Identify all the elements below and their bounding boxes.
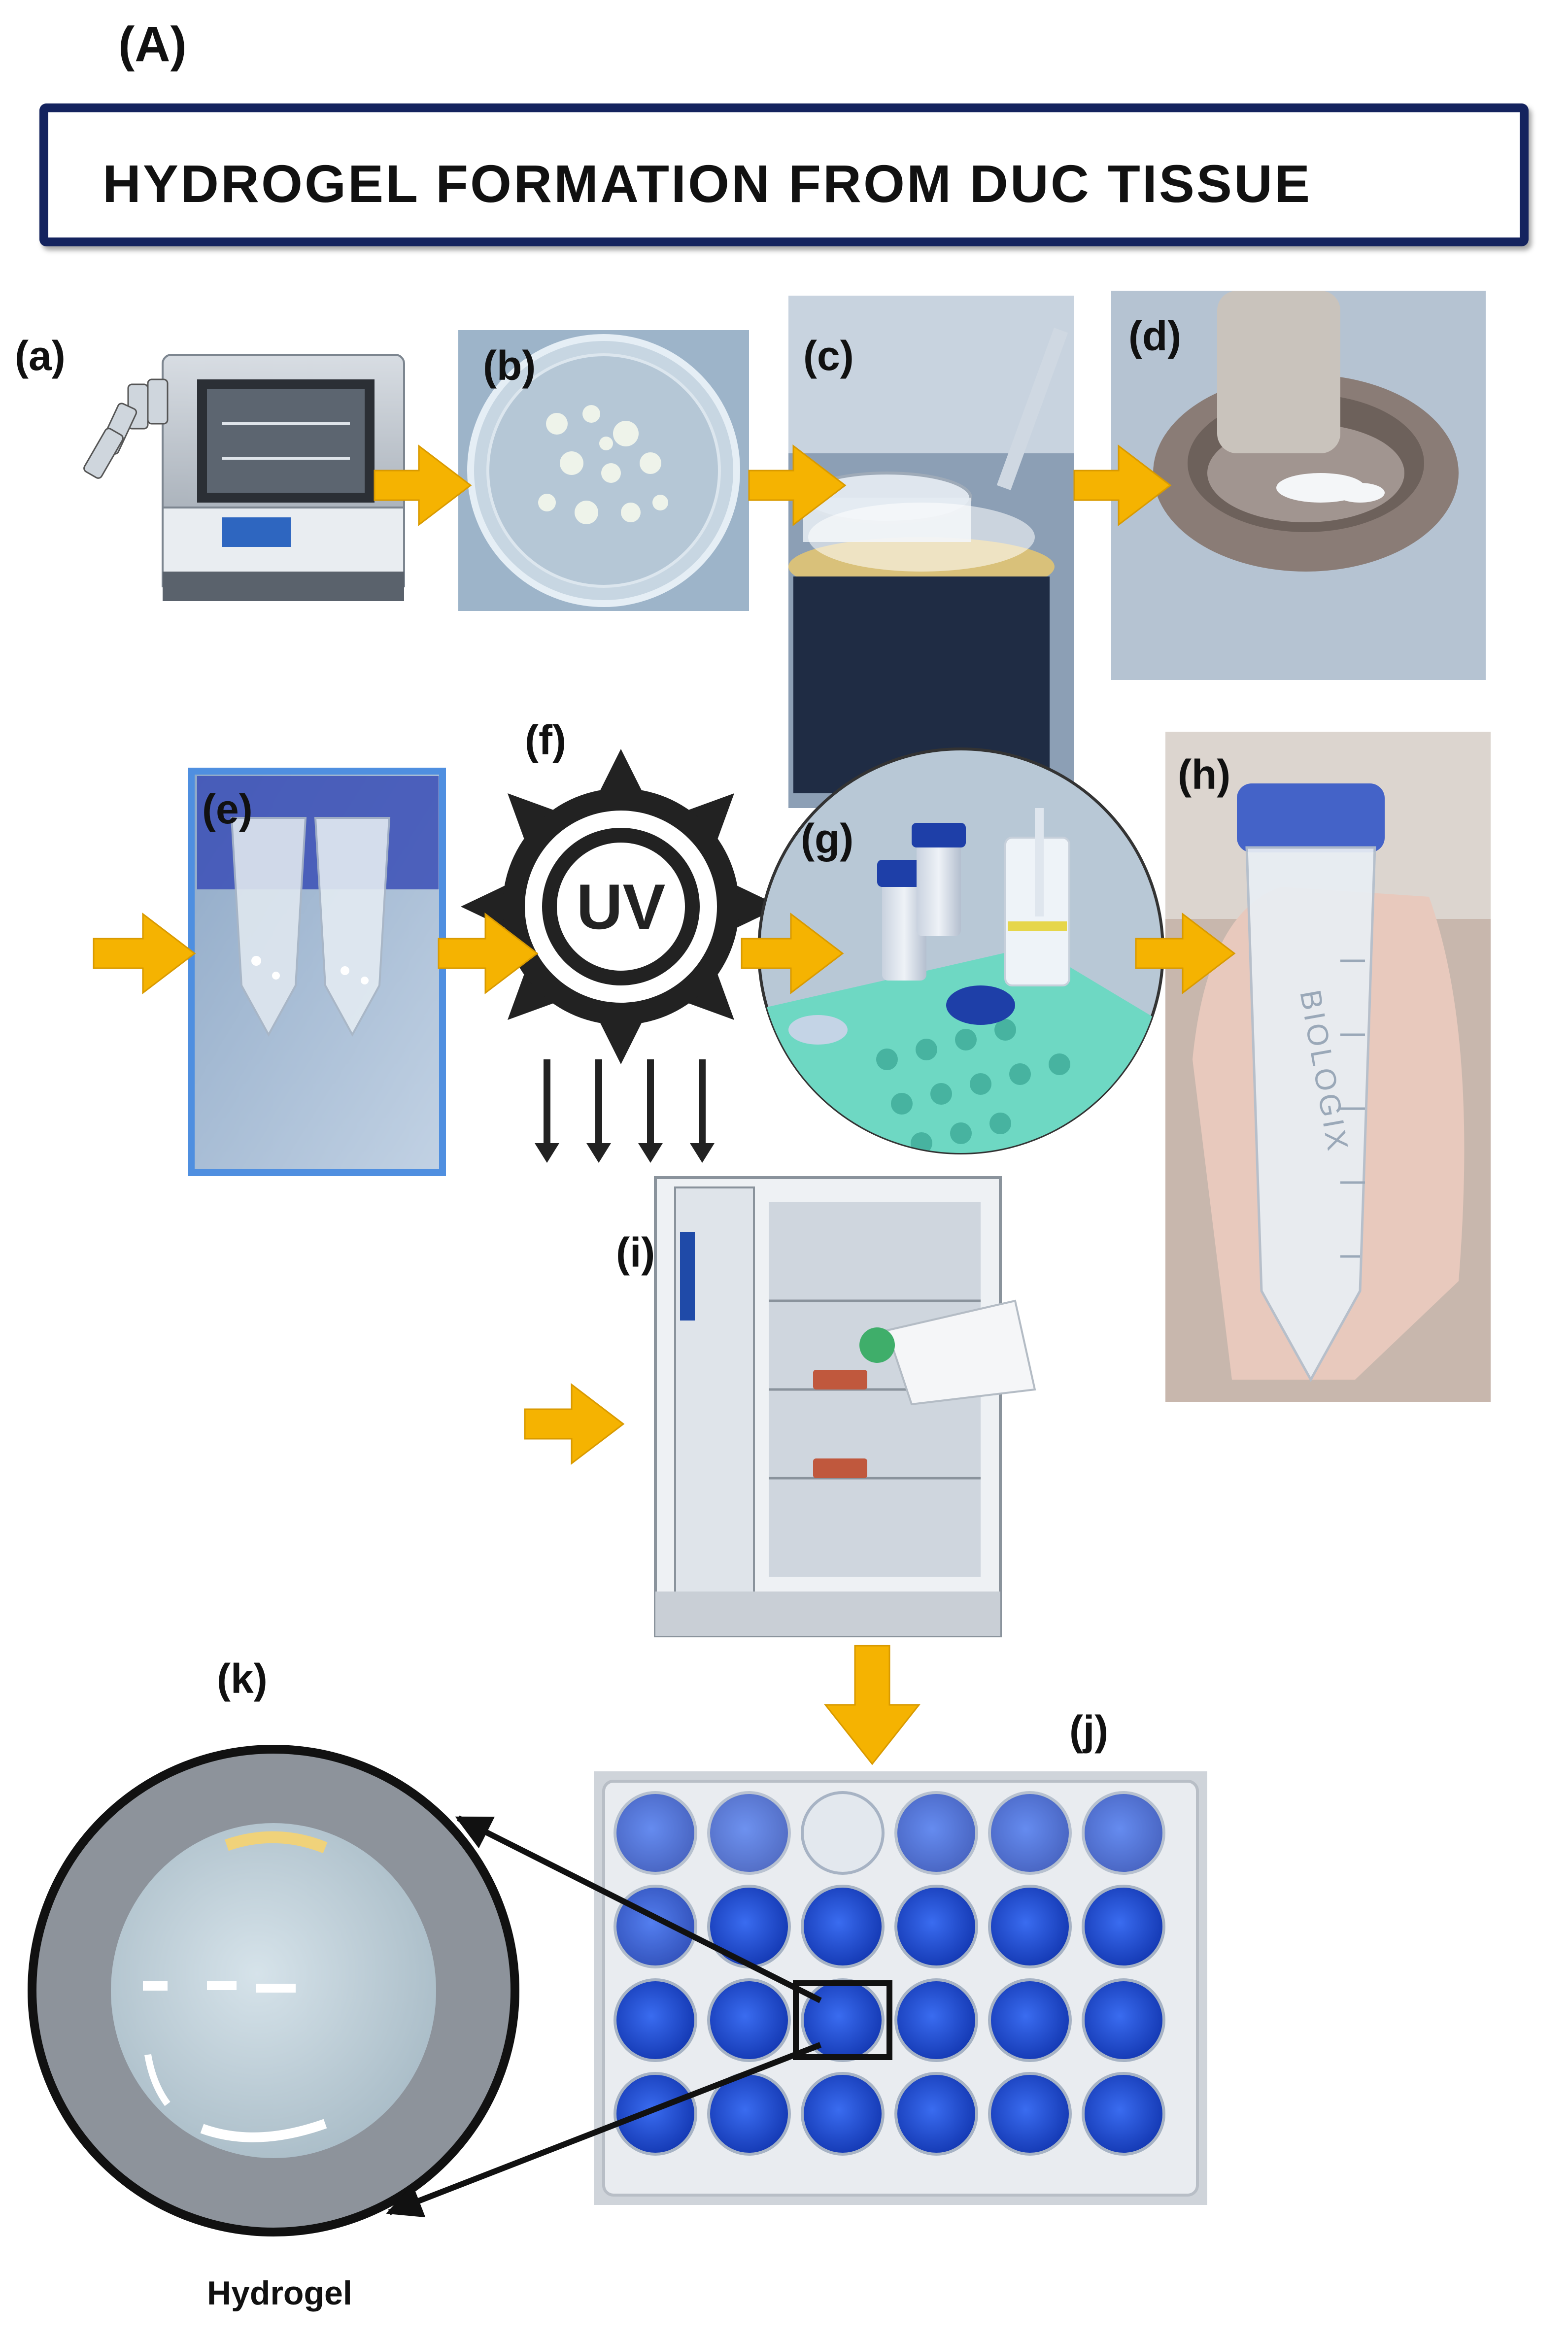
panel-label-h: (h) xyxy=(1178,751,1231,798)
arrow-e-f xyxy=(438,912,539,995)
arrow-f-g xyxy=(741,912,844,995)
tubes-icon xyxy=(188,768,446,1176)
zoom-lines xyxy=(386,1815,822,2218)
panel-label-i: (i) xyxy=(616,1229,655,1276)
hydrogel-drop-icon xyxy=(28,1745,519,2236)
panel-label-g: (g) xyxy=(801,815,854,862)
panel-label-j: (j) xyxy=(1069,1707,1109,1754)
uv-label: UV xyxy=(576,871,666,943)
incubator-icon xyxy=(654,1176,1036,1637)
figure-panel-letter: (A) xyxy=(118,17,187,72)
falcon-tube-icon xyxy=(1165,732,1491,1402)
liquid-nitrogen-icon xyxy=(788,296,1074,808)
hydrogel-caption: Hydrogel xyxy=(207,2274,352,2312)
panel-label-c: (c) xyxy=(803,333,854,379)
panel-label-e: (e) xyxy=(202,786,253,832)
panel-label-a: (a) xyxy=(15,333,66,379)
uv-sun-icon xyxy=(461,749,781,1163)
title-box: HYDROGEL FORMATION FROM DUC TISSUE xyxy=(39,103,1529,246)
arrow-c-d xyxy=(1073,444,1172,527)
arrow-into-i xyxy=(524,1383,625,1465)
arrow-a-b xyxy=(374,444,472,527)
arrow-b-c xyxy=(748,444,847,527)
selected-well-box xyxy=(793,1980,892,2060)
panel-label-k: (k) xyxy=(217,1656,268,1702)
arrow-into-e xyxy=(93,912,196,995)
arrow-g-h xyxy=(1135,912,1236,995)
figure-title: HYDROGEL FORMATION FROM DUC TISSUE xyxy=(102,154,1312,213)
panel-label-f: (f) xyxy=(525,717,566,763)
arrow-i-j xyxy=(823,1645,921,1765)
well-plate-icon xyxy=(594,1771,1207,2205)
petri-dish-icon xyxy=(458,330,749,611)
mortar-pestle-icon xyxy=(1111,291,1486,680)
freeze-dryer-icon xyxy=(83,354,405,601)
panel-label-d: (d) xyxy=(1128,313,1182,359)
panel-label-b: (b) xyxy=(483,342,536,389)
